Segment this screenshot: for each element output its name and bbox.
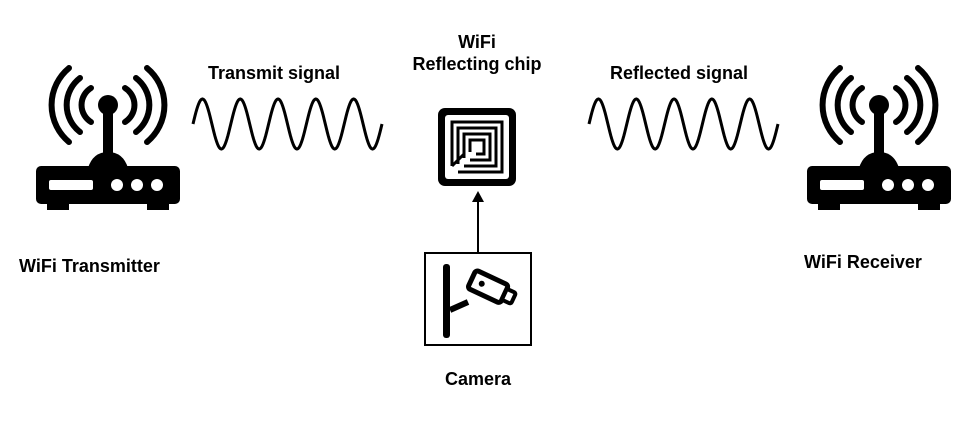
transmit-signal-label: Transmit signal [208, 63, 341, 83]
reflected-signal-wave [587, 97, 780, 151]
wifi-transmitter-icon [33, 60, 183, 210]
reflecting-chip-icon [438, 108, 516, 186]
camera-to-chip-arrow [472, 191, 484, 253]
reflected-signal-label: Reflected signal [610, 63, 749, 83]
wifi-receiver-label: WiFi Receiver [804, 252, 922, 272]
wifi-transmitter-label: WiFi Transmitter [19, 256, 160, 276]
wifi-receiver-icon [804, 60, 954, 210]
camera-label: Camera [444, 369, 512, 389]
chip-label-line1: WiFi [458, 32, 496, 52]
transmit-signal-wave [191, 97, 384, 151]
security-camera-icon [424, 252, 532, 346]
chip-label-line2: Reflecting chip [412, 54, 542, 74]
